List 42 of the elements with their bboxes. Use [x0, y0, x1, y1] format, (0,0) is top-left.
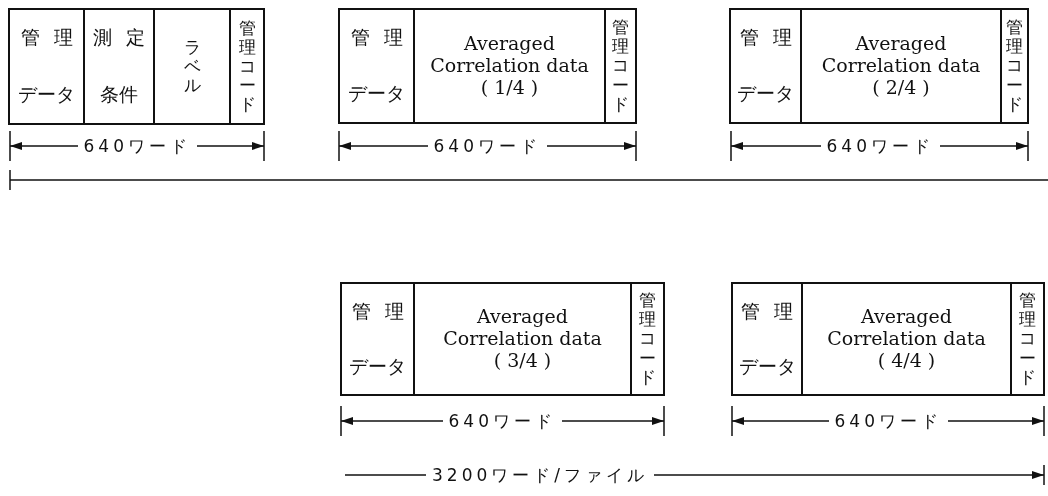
cell-text: 管理	[739, 25, 806, 50]
data-cell	[800, 8, 1002, 124]
cell-text: 管理	[20, 25, 87, 51]
cell-text: 管理	[741, 298, 807, 324]
cell-text: データ	[349, 353, 406, 379]
code-cell	[630, 282, 665, 396]
cell-text: データ	[738, 353, 796, 379]
vertical-text: 管理コード	[1006, 18, 1023, 114]
part-number: ( 3/4 )	[493, 349, 552, 372]
part-number: ( 4/4 )	[877, 349, 936, 372]
text-cell	[729, 8, 802, 124]
text-cell	[83, 8, 155, 125]
text-cell	[8, 8, 85, 125]
part-number: ( 1/4 )	[480, 76, 539, 99]
vertical-text: ラベル	[183, 37, 201, 96]
code-cell	[153, 8, 231, 125]
code-cell	[1000, 8, 1029, 124]
cell-text: 測定	[93, 25, 159, 51]
text-cell	[731, 282, 803, 396]
cell-text: データ	[737, 81, 794, 106]
vertical-text: 管理コード	[639, 291, 656, 387]
cell-text: 管理	[350, 25, 417, 50]
part-number: ( 2/4 )	[872, 76, 930, 99]
data-cell	[413, 8, 606, 124]
vertical-text: 管理コード	[238, 18, 256, 115]
data-title: Averaged Correlation data	[442, 306, 603, 350]
code-cell	[229, 8, 265, 125]
cell-text: 条件	[100, 81, 138, 107]
cell-text: データ	[18, 81, 75, 107]
data-cell	[413, 282, 632, 396]
cell-text: データ	[348, 81, 405, 106]
code-cell	[604, 8, 637, 124]
code-cell	[1010, 282, 1045, 396]
text-cell	[340, 282, 415, 396]
data-title: Averaged Correlation data	[429, 33, 590, 77]
data-cell	[801, 282, 1012, 396]
data-title: Averaged Correlation data	[820, 33, 982, 77]
text-cell	[338, 8, 415, 124]
vertical-text: 管理コード	[1019, 291, 1036, 387]
vertical-text: 管理コード	[612, 18, 629, 114]
data-title: Averaged Correlation data	[826, 306, 987, 350]
cell-text: 管理	[351, 298, 418, 324]
